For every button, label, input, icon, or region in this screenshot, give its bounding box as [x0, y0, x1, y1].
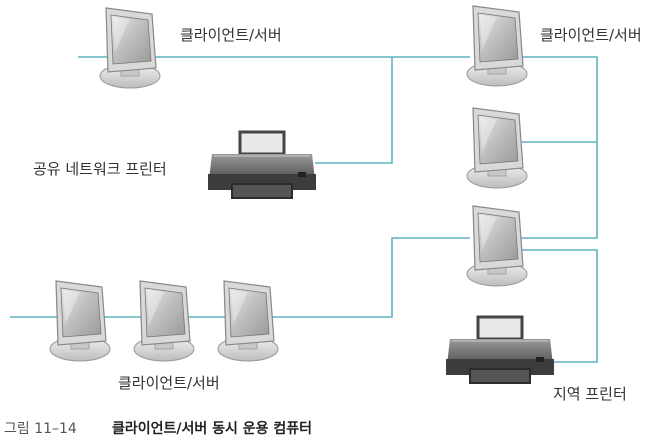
client-server-computer-lower-right — [466, 205, 528, 287]
right-trunk-cable — [520, 56, 598, 239]
label-client-server-top-left: 클라이언트/서버 — [180, 26, 282, 44]
local-printer-cable — [520, 249, 598, 363]
figure-title: 클라이언트/서버 동시 운용 컴퓨터 — [112, 420, 312, 437]
label-client-server-top-right: 클라이언트/서버 — [540, 26, 642, 44]
client-server-computer-top-left — [99, 7, 161, 89]
client-server-computer-bottom-3 — [217, 280, 279, 362]
label-local-printer: 지역 프린터 — [553, 385, 627, 403]
label-client-server-bottom: 클라이언트/서버 — [118, 374, 220, 392]
client-server-computer-bottom-2 — [133, 280, 195, 362]
client-server-computer-middle-right — [466, 107, 528, 189]
network-cables — [10, 56, 598, 363]
shared-printer-cable — [315, 57, 393, 164]
client-server-computer-bottom-1 — [49, 280, 111, 362]
bottom-cable — [10, 237, 470, 318]
client-server-computer-top-right — [466, 5, 528, 87]
shared-network-printer — [206, 130, 318, 200]
label-shared-printer: 공유 네트워크 프린터 — [33, 160, 167, 178]
figure-number: 그림 11–14 — [4, 421, 77, 437]
local-printer — [444, 315, 556, 385]
